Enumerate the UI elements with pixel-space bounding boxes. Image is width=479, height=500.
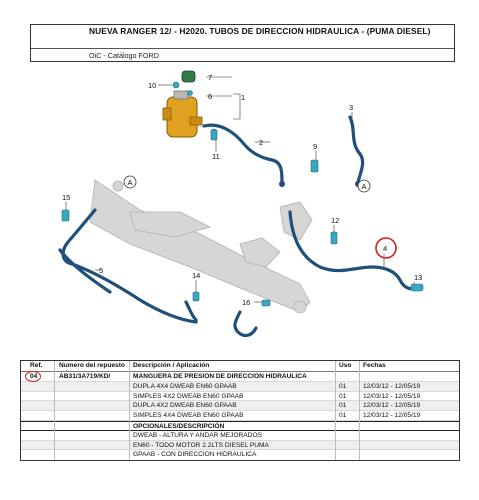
options-title: OPCIONALES/DESCRIPCIÓN: [133, 422, 225, 430]
table-row[interactable]: DUPLA 4X2 DWEAB EN60 GPAAB 01 12/03/12 -…: [21, 401, 459, 412]
fitting-9: [310, 159, 319, 173]
fitting-16: [261, 299, 271, 307]
marker-a-2: A: [357, 179, 371, 193]
header-ref: Ref.: [30, 362, 43, 369]
option-text: GPAAB - CON DIRECCION HIDRAULICA: [133, 451, 257, 459]
table-row[interactable]: SIMPLES 4X4 DWEAB EN60 GPAAB 01 12/03/12…: [21, 411, 459, 421]
main-ref: 04: [30, 373, 38, 380]
variant-description: DUPLA 4X4 DWEAB EN60 GPAAB: [133, 382, 237, 390]
option-text: DWEAB - ALTURA Y ANDAR MEJORADOS: [133, 431, 262, 439]
option-row: DWEAB - ALTURA Y ANDAR MEJORADOS: [21, 431, 459, 441]
reservoir-cap: [181, 70, 196, 83]
callout-9: 9: [313, 142, 317, 151]
marker-a-1-label: A: [128, 178, 133, 187]
table-row-main[interactable]: 04 AB31/3A719/KD/ MANGUERA DE PRESION DE…: [21, 371, 459, 382]
option-text: EN60 - TODO MOTOR 2.2LTS DIESEL PUMA: [133, 441, 269, 449]
catalog-subtitle: OiC - Catálogo FORD: [89, 51, 159, 60]
option-row: EN60 - TODO MOTOR 2.2LTS DIESEL PUMA: [21, 440, 459, 451]
callout-10: 10: [148, 81, 156, 90]
fitting-13: [410, 283, 424, 292]
column-divider: [54, 361, 55, 461]
exploded-parts-diagram: A A 1 2 3 4 5 6 7 8 9 10 11 12 13 14 15 …: [58, 70, 424, 338]
column-divider: [335, 361, 336, 461]
hose-3: [348, 115, 365, 184]
variant-usage: 01: [339, 382, 347, 390]
fitting-11: [210, 129, 218, 141]
variant-dates: 12/03/12 - 12/05/19: [363, 402, 421, 410]
callout-15: 15: [62, 193, 70, 202]
table-header-row: Ref. Numero del repuesto Descripción / A…: [21, 361, 459, 372]
variant-description: DUPLA 4X2 DWEAB EN60 GPAAB: [133, 402, 237, 410]
header-usage: Uso: [339, 362, 352, 369]
steering-rack-illustration: [89, 179, 313, 314]
callout-12: 12: [331, 216, 339, 225]
fitting-15: [61, 209, 70, 222]
callout-16: 16: [242, 298, 250, 307]
header-part-number: Numero del repuesto: [59, 362, 125, 369]
callout-14: 14: [192, 271, 200, 280]
callout-5: 5: [99, 266, 103, 275]
parts-table: Ref. Numero del repuesto Descripción / A…: [20, 360, 460, 462]
header-dates: Fechas: [363, 362, 386, 369]
variant-description: SIMPLES 4X4 DWEAB EN60 GPAAB: [133, 412, 244, 420]
return-tube-2: [202, 123, 284, 184]
pressure-hose-4: [288, 210, 418, 291]
fitting-14: [192, 291, 200, 302]
variant-description: SIMPLES 4X2 DWEAB EN60 GPAAB: [133, 392, 244, 400]
callout-4-highlight: [375, 237, 397, 259]
fitting-12: [330, 231, 338, 245]
variant-dates: 12/03/12 - 12/05/19: [363, 412, 421, 420]
callout-7: 7: [208, 73, 212, 82]
main-description: MANGUERA DE PRESION DE DIRECCION HIDRAUL…: [133, 373, 307, 380]
option-row: GPAAB - CON DIRECCION HIDRAULICA: [21, 450, 459, 460]
callout-13: 13: [414, 273, 422, 282]
options-header-row: OPCIONALES/DESCRIPCIÓN: [21, 420, 459, 431]
hose-16: [233, 310, 258, 338]
ref-highlight-circle: [25, 371, 41, 382]
variant-dates: 12/03/12 - 12/05/19: [363, 392, 421, 400]
marker-a-1: A: [123, 175, 137, 189]
catalog-header: NUEVA RANGER 12/ - H2020. TUBOS DE DIREC…: [30, 24, 455, 62]
variant-usage: 01: [339, 412, 347, 420]
tube-5b: [58, 248, 112, 294]
fluid-reservoir: [162, 90, 203, 138]
header-divider: [31, 48, 454, 49]
callout-11: 11: [212, 152, 220, 161]
column-divider: [129, 361, 130, 461]
table-row[interactable]: SIMPLES 4X2 DWEAB EN60 GPAAB 01 12/03/12…: [21, 392, 459, 402]
marker-a-2-label: A: [362, 182, 367, 191]
callout-2: 2: [259, 138, 263, 147]
callout-6: 6: [208, 92, 212, 101]
column-divider: [359, 361, 360, 461]
callout-8: 8: [208, 92, 212, 101]
variant-dates: 12/03/12 - 12/05/19: [363, 382, 421, 390]
callout-1: 1: [241, 93, 245, 102]
callout-4: 4: [383, 244, 387, 253]
page-title: NUEVA RANGER 12/ - H2020. TUBOS DE DIREC…: [89, 26, 431, 36]
variant-usage: 01: [339, 402, 347, 410]
header-description: Descripción / Aplicación: [133, 362, 210, 369]
tube-14: [184, 300, 198, 322]
main-part-number: AB31/3A719/KD/: [59, 373, 111, 380]
callout-3: 3: [349, 103, 353, 112]
table-row[interactable]: DUPLA 4X4 DWEAB EN60 GPAAB 01 12/03/12 -…: [21, 381, 459, 392]
variant-usage: 01: [339, 392, 347, 400]
